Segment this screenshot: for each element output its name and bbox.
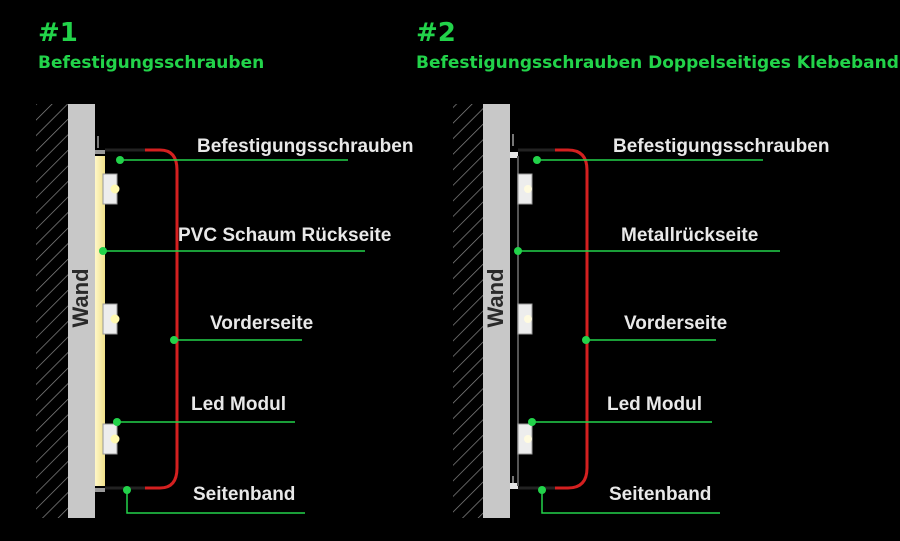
label-side-band: Seitenband — [193, 484, 296, 505]
wall — [68, 104, 95, 518]
led-module — [517, 303, 533, 335]
wall-label: Wand — [68, 268, 93, 327]
leader-lines — [103, 159, 365, 514]
diagram-1-subtitle: Befestigungsschrauben — [38, 53, 265, 73]
label-screws: Befestigungsschrauben — [197, 136, 414, 157]
led-module — [102, 423, 120, 455]
led-module — [517, 173, 533, 205]
leader-dots — [99, 156, 178, 494]
led-module — [102, 173, 120, 205]
adhesive-tape-top — [510, 152, 518, 158]
label-front: Vorderseite — [624, 313, 728, 334]
led-module — [517, 423, 533, 455]
screw-bottom — [95, 488, 105, 492]
diagram-2-subtitle: Befestigungsschrauben Doppelseitiges Kle… — [416, 53, 899, 73]
adhesive-tape-bottom — [510, 483, 518, 489]
diagram-1: Wand — [36, 104, 365, 518]
pvc-foam-back — [95, 156, 105, 486]
wall-hatching — [36, 104, 68, 518]
side-band-red — [518, 148, 589, 490]
wall-hatching — [453, 104, 483, 518]
label-back: PVC Schaum Rückseite — [178, 225, 392, 246]
label-led-module: Led Modul — [607, 394, 702, 415]
label-back: Metallrückseite — [621, 225, 759, 246]
diagram-2-number: #2 — [416, 18, 456, 48]
leader-dots — [514, 156, 590, 494]
wall — [483, 104, 510, 518]
leader-lines — [518, 159, 780, 514]
label-front: Vorderseite — [210, 313, 314, 334]
screw-top — [95, 150, 105, 154]
label-screws: Befestigungsschrauben — [613, 136, 830, 157]
diagram-1-number: #1 — [38, 18, 78, 48]
wall-label: Wand — [483, 268, 508, 327]
label-side-band: Seitenband — [609, 484, 712, 505]
label-led-module: Led Modul — [191, 394, 286, 415]
led-module — [102, 303, 120, 335]
side-band-red — [105, 148, 179, 490]
diagram-2: Wand — [453, 104, 780, 518]
